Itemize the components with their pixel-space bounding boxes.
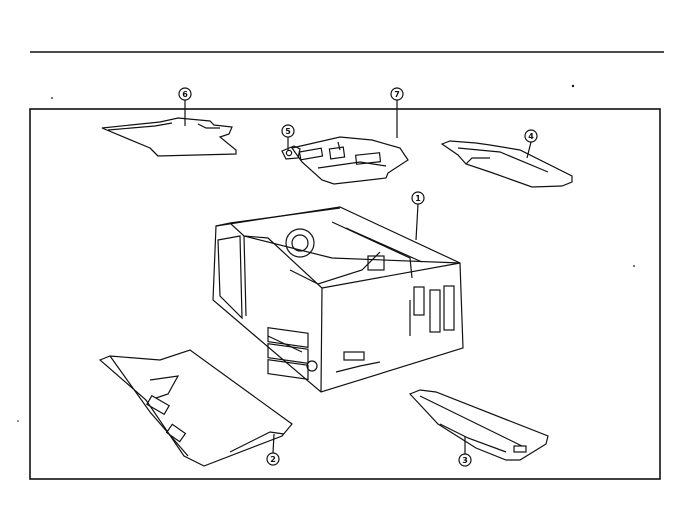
diagram-frame: [29, 108, 661, 480]
callout-6: 6: [178, 87, 192, 101]
svg-text:2: 2: [270, 455, 276, 464]
callout-5: 5: [281, 124, 295, 138]
svg-text:1: 1: [415, 194, 421, 203]
part-left-side-cover: [98, 349, 293, 467]
svg-text:4: 4: [528, 132, 534, 141]
part-board-bracket: [281, 145, 301, 160]
callout-1: 1: [411, 191, 425, 205]
scan-specks: [17, 84, 635, 422]
part-chassis: [212, 206, 464, 393]
callout-4: 4: [524, 129, 538, 143]
callout-7: 7: [390, 87, 404, 101]
part-bottom-panel: [408, 389, 549, 461]
svg-text:6: 6: [182, 90, 188, 99]
part-top-right-panel: [440, 140, 573, 188]
part-top-left-panel: [101, 117, 237, 157]
callout-3: 3: [458, 453, 472, 467]
svg-text:7: 7: [394, 90, 400, 99]
part-center-board: [290, 136, 409, 185]
leader-lines: [184, 100, 532, 454]
svg-text:5: 5: [285, 127, 291, 136]
svg-text:3: 3: [462, 456, 468, 465]
callout-2: 2: [266, 452, 280, 466]
